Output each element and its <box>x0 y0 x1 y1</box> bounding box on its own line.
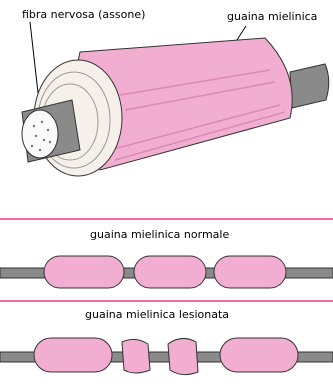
myelin-segment <box>134 256 206 288</box>
normal-sheath-title: guaina mielinica normale <box>90 228 229 241</box>
axon-right-end <box>290 64 329 108</box>
damaged-myelin-segment <box>122 339 150 373</box>
damaged-sheath-illustration <box>0 330 333 390</box>
normal-sheath-illustration <box>0 250 333 300</box>
myelinated-fiber-illustration <box>0 0 333 200</box>
damaged-sheath-title: guaina mielinica lesionata <box>85 308 229 321</box>
myelin-segment <box>220 338 298 372</box>
damaged-myelin-segment <box>168 338 198 374</box>
myelin-segment <box>44 256 124 288</box>
myelin-segment <box>34 338 112 372</box>
section-divider <box>0 300 333 302</box>
myelin-segment <box>214 256 286 288</box>
section-divider <box>0 218 333 220</box>
